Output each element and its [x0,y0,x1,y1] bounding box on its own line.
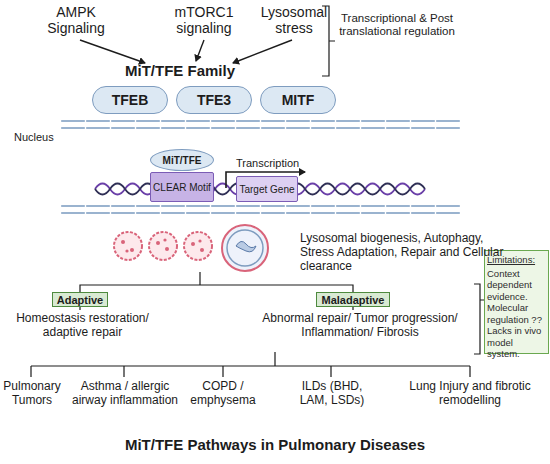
granule [125,249,128,252]
outcome-note: Homeostasis restoration/ adaptive repair [0,312,165,340]
lysosome [184,232,212,260]
node-title: Target Gene [239,184,294,195]
node-title: CLEAR Motif [153,182,211,193]
process-label: Transcription [236,157,316,170]
signal-label: mTORC1 signaling [165,4,243,36]
node-title: Adaptive [57,294,103,306]
cargo [236,241,256,251]
membrane-line [62,120,460,122]
diagram-title: MiT/TFE Pathways in Pulmonary Diseases [0,436,550,453]
outcome-note: Abnormal repair/ Tumor progression/ Infl… [244,312,476,340]
tree-line [80,306,353,310]
granule [191,242,195,246]
signal-arrows [80,40,292,63]
disease-label: Lung Injury and fibrotic remodelling [406,380,534,408]
granule [198,239,201,242]
granule [130,248,134,252]
signal-arrow [80,40,145,63]
node-title: TFEB [112,92,149,108]
dna-strand [95,184,425,195]
gene-box: Target Gene [236,176,298,202]
node-title: MITF [282,92,315,108]
node-title: Maladaptive [322,294,385,306]
regulation-note: Transcriptional & Post translational reg… [338,12,456,38]
granule [156,241,160,245]
protein-pill: TFEB [92,86,168,114]
membrane-line [62,205,460,207]
outcome-box: Maladaptive [316,292,390,307]
compartment-label: Nucleus [14,131,74,144]
disease-label: COPD / emphysema [188,380,258,408]
granule [121,240,125,244]
granule [165,247,169,251]
tree-line [31,352,470,377]
protein-pill: MITF [260,86,336,114]
lysosome [149,232,177,260]
autophagosome [222,225,268,271]
node-body: Context dependent evidence. Molecular re… [487,268,546,360]
disease-label: Asthma / allergic airway inflammation [70,380,180,408]
dna-strand [95,184,425,195]
node-title: MiT/TFE [163,155,202,166]
protein-pill: TFE3 [176,86,252,114]
disease-label: Pulmonary Tumors [0,380,64,408]
signal-arrow [196,40,204,61]
granule [163,238,166,241]
lysosome [114,232,142,260]
membrane-line [62,212,460,214]
fork-connector [80,285,353,292]
node-title: TFE3 [197,92,231,108]
disease-label: ILDs (BHD, LAM, LSDs) [290,380,374,408]
family-label: MiT/TFE Family [110,62,250,79]
outcome-box: Adaptive [52,292,108,307]
bracket [474,284,484,354]
signal-label: Lysosomal stress [255,4,333,36]
limitations-box: Limitations:Context dependent evidence. … [484,250,549,354]
function-note: Lysosomal biogenesis, Autophagy, Stress … [300,232,512,273]
factor-oval: MiT/TFE [150,149,214,171]
signal-label: AMPK Signaling [35,4,117,36]
membrane-line [62,127,460,129]
dna-helix [95,184,425,195]
autophagosome-membrane [227,230,263,266]
motif-box: CLEAR Motif [150,172,214,202]
tree-line [199,272,200,285]
lysosomes [114,225,268,271]
nuclear-membrane [62,121,460,213]
signal-arrow [233,40,292,63]
granule [200,248,204,252]
lysosome-content [121,238,204,252]
